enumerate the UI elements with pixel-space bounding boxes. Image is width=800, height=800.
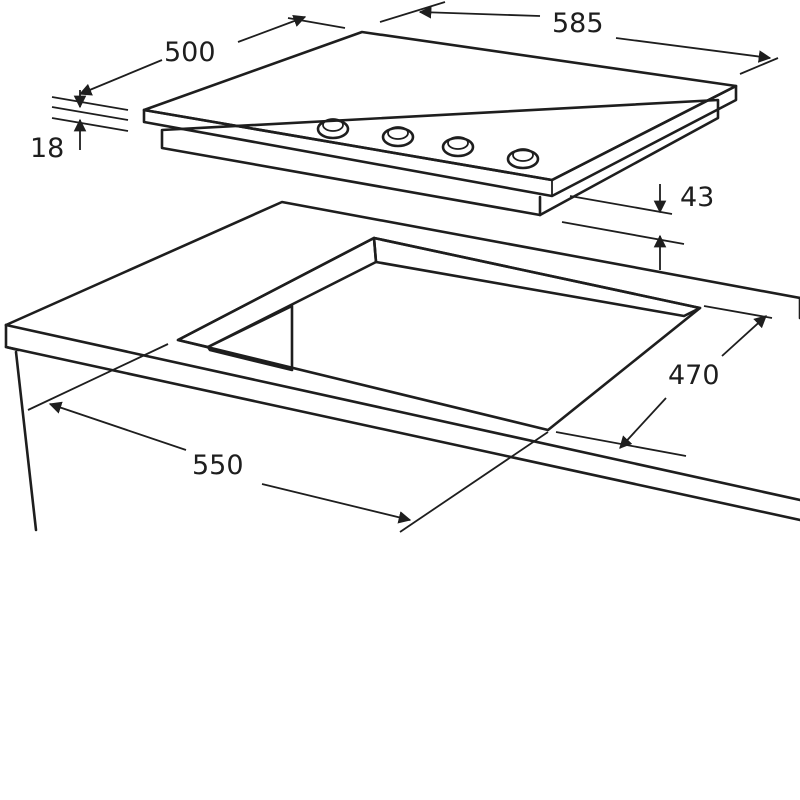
dimension-hob-height: 43 <box>561 182 714 270</box>
label-500: 500 <box>164 37 216 68</box>
countertop <box>4 200 800 532</box>
label-470: 470 <box>668 360 720 391</box>
hob-glass-edge <box>142 84 738 198</box>
cabinet-side <box>14 350 38 532</box>
dimension-hob-depth: 500 <box>51 15 346 111</box>
hob <box>142 30 738 217</box>
countertop-front-edge <box>4 323 800 522</box>
burner-knob <box>506 148 540 170</box>
dimension-cutout-width: 550 <box>27 343 549 533</box>
cutout-inner-wall <box>176 236 378 349</box>
label-18: 18 <box>30 133 64 164</box>
burner-knob <box>316 118 350 140</box>
burner-knob <box>441 136 475 158</box>
cutout <box>176 236 702 432</box>
label-585: 585 <box>552 8 604 39</box>
burner-knob <box>381 126 415 148</box>
hob-body <box>160 98 720 217</box>
label-550: 550 <box>192 450 244 481</box>
dimension-glass-thickness: 18 <box>30 90 129 164</box>
dimension-hob-width: 585 <box>379 1 779 75</box>
dimension-cutout-depth: 470 <box>555 305 773 457</box>
label-43: 43 <box>680 182 714 213</box>
countertop-surface <box>4 200 800 327</box>
